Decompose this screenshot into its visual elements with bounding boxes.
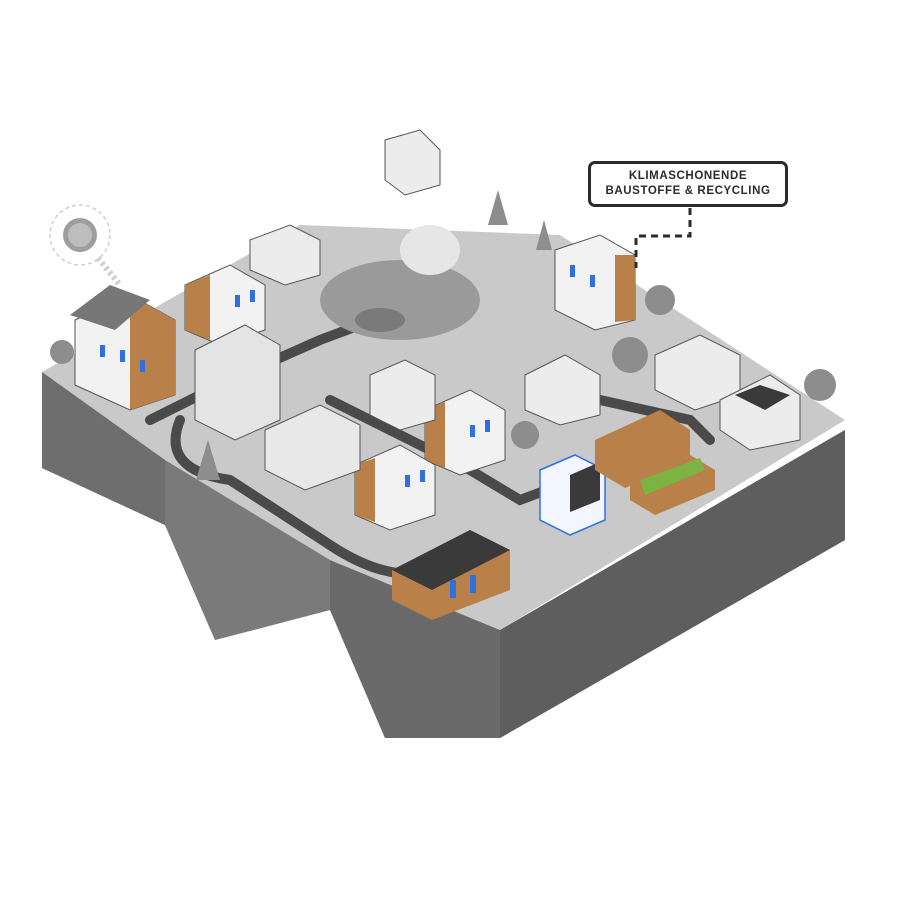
house-top-right-wood	[554, 234, 636, 331]
community-building-solar	[392, 530, 510, 620]
callout-line-2: BAUSTOFFE & RECYCLING	[605, 185, 771, 197]
house-grey-cluster	[194, 129, 801, 491]
callout-leader-line	[634, 208, 692, 268]
house-modern-blue	[539, 454, 606, 536]
central-park	[320, 225, 480, 340]
callout-line-1: KLIMASCHONENDE	[628, 170, 748, 182]
sun-icon	[49, 204, 123, 287]
trees	[50, 190, 836, 480]
house-lower-wood	[354, 444, 436, 531]
callout-label-building-materials: KLIMASCHONENDE BAUSTOFFE & RECYCLING	[588, 161, 788, 207]
house-left-rowhouses	[70, 285, 176, 411]
carports-wood	[595, 410, 715, 515]
